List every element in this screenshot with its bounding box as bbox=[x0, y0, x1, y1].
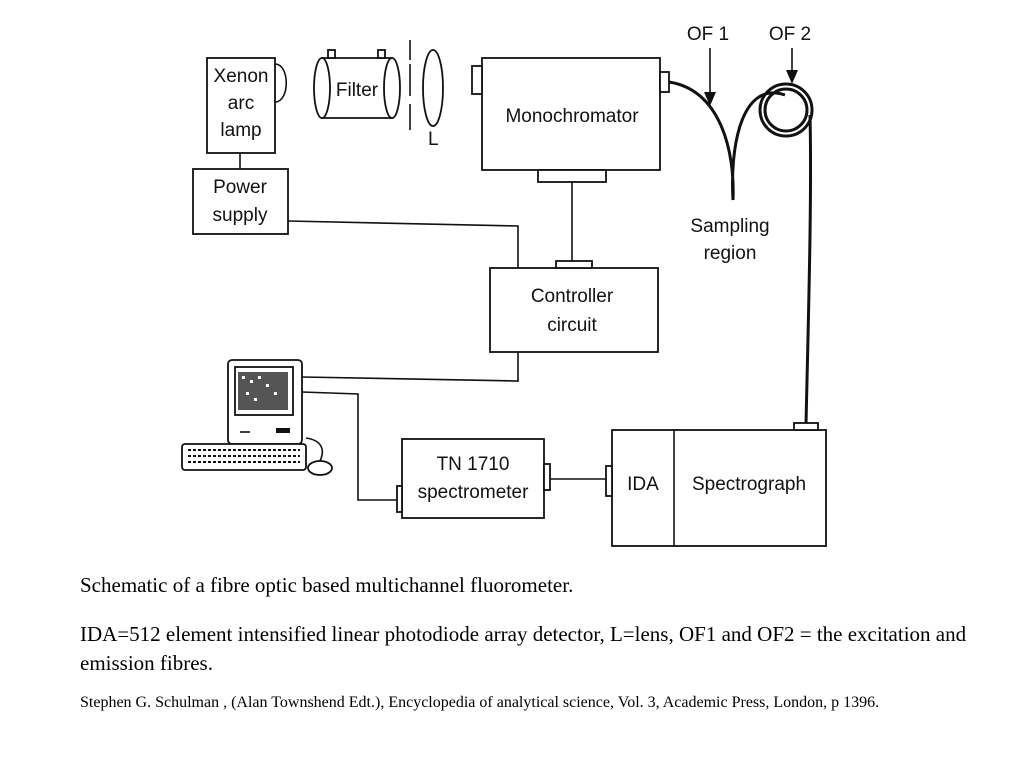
of1-label: OF 1 bbox=[687, 24, 729, 45]
controller-label-line2: circuit bbox=[547, 315, 597, 336]
controller-circuit: Controller circuit bbox=[489, 260, 659, 353]
power-supply-label-line2: supply bbox=[213, 205, 268, 226]
monochromator-label: Monochromator bbox=[505, 106, 639, 127]
spectrograph-unit: IDA Spectrograph bbox=[605, 422, 827, 547]
filter: Filter bbox=[313, 49, 401, 119]
spectrograph-label: Spectrograph bbox=[692, 474, 806, 495]
power-supply-label-line1: Power bbox=[213, 177, 268, 198]
figure-caption-description: IDA=512 element intensified linear photo… bbox=[80, 622, 967, 675]
lens: L bbox=[409, 40, 444, 150]
of2-label: OF 2 bbox=[769, 24, 811, 45]
xenon-lamp-label-line3: lamp bbox=[220, 120, 261, 141]
filter-label: Filter bbox=[336, 80, 379, 101]
ida-label: IDA bbox=[627, 474, 659, 495]
computer-icon bbox=[181, 359, 333, 476]
sampling-region-label-line2: region bbox=[704, 243, 757, 264]
xenon-lamp-label-line1: Xenon bbox=[214, 66, 269, 87]
figure-reference: Stephen G. Schulman , (Alan Townshend Ed… bbox=[80, 694, 880, 711]
power-supply: Power supply bbox=[192, 168, 289, 235]
xenon-arc-lamp: Xenon arc lamp bbox=[206, 57, 287, 154]
tn1710-label-line2: spectrometer bbox=[418, 482, 530, 503]
fluorometer-schematic: Xenon arc lamp Filter L Monochromator Po… bbox=[181, 24, 827, 547]
of2-marker: OF 2 bbox=[769, 24, 811, 84]
controller-label-line1: Controller bbox=[531, 286, 614, 307]
lens-label: L bbox=[428, 129, 439, 150]
xenon-lamp-label-line2: arc bbox=[228, 93, 254, 114]
of1-marker: OF 1 bbox=[687, 24, 729, 106]
tn1710-spectrometer: TN 1710 spectrometer bbox=[396, 438, 551, 519]
figure-caption-title: Schematic of a fibre optic based multich… bbox=[80, 573, 574, 597]
sampling-region-label-line1: Sampling bbox=[690, 216, 769, 237]
tn1710-label-line1: TN 1710 bbox=[437, 454, 510, 475]
monochromator: Monochromator bbox=[471, 57, 670, 183]
optical-fibres bbox=[668, 80, 814, 426]
